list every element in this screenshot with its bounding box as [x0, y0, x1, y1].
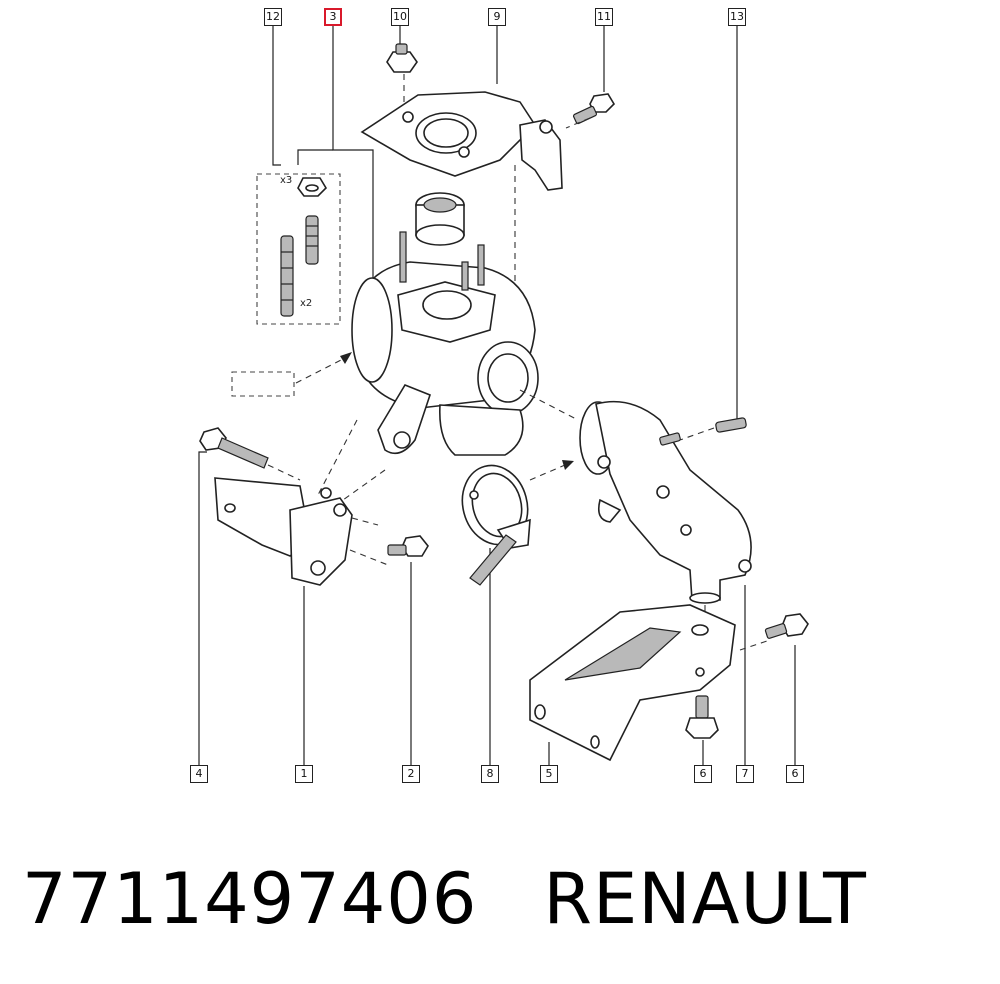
support-dash: [739, 639, 771, 651]
callout-1[interactable]: 1: [295, 765, 313, 783]
callout-6-left[interactable]: 6: [694, 765, 712, 783]
callout-6-right[interactable]: 6: [786, 765, 804, 783]
turbo-dash-1: [317, 419, 358, 496]
turbocharger-3-icon: [351, 192, 539, 456]
bolt-11-icon: [572, 93, 616, 125]
heat-shield-9-icon: [360, 91, 563, 191]
bolt-6b-icon: [764, 613, 809, 639]
bolt-11-dash: [565, 117, 591, 129]
bracket-1-dash: [351, 517, 379, 526]
clamp-dash: [529, 464, 566, 481]
turbo-dash-2: [335, 469, 386, 506]
callout-5[interactable]: 5: [540, 765, 558, 783]
bolt-4-icon: [199, 427, 269, 469]
kit-short-stud-icon: [305, 215, 319, 265]
exhaust-elbow-7-icon: [579, 400, 752, 604]
clamp-8-icon: [461, 464, 531, 586]
part-caption: 7711497406 RENAULT: [22, 858, 867, 948]
quantity-studs-label: x2: [300, 298, 313, 309]
callout-12[interactable]: 12: [264, 8, 282, 26]
callout-13[interactable]: 13: [728, 8, 746, 26]
stud-13-dash: [679, 427, 715, 441]
brand-name: RENAULT: [543, 858, 867, 940]
callout-8[interactable]: 8: [481, 765, 499, 783]
callout-10[interactable]: 10: [391, 8, 409, 26]
kit-long-stud-icon: [280, 235, 294, 317]
callout-4[interactable]: 4: [190, 765, 208, 783]
turbocharger-assembly-drawing: [198, 26, 809, 765]
nut-10-icon: [386, 43, 418, 73]
stud-13-icon: [715, 417, 747, 433]
bolt-4-dash: [267, 464, 301, 481]
exploded-parts-diagram: 12 3 10 9 11 13 4 1 2 8 5 6 7 6 x3 x2: [190, 8, 809, 783]
bolt-6a-icon: [685, 695, 719, 739]
reference-arrow-icon: [340, 352, 352, 364]
kit-nut-icon: [297, 177, 328, 197]
reference-pointer-line: [295, 357, 346, 384]
clamp-arrow-icon: [562, 460, 574, 470]
callout-2[interactable]: 2: [402, 765, 420, 783]
callout-3-highlighted[interactable]: 3: [324, 8, 342, 26]
bolt-2-icon: [387, 535, 429, 557]
quantity-nuts-label: x3: [280, 175, 293, 186]
stud-kit-dashed-box: [256, 173, 341, 325]
callout-11[interactable]: 11: [595, 8, 613, 26]
support-5-icon: [529, 604, 736, 762]
part-number: 7711497406: [22, 858, 478, 940]
bracket-1-icon: [214, 477, 353, 586]
callout-7[interactable]: 7: [736, 765, 754, 783]
leader-lines: [198, 26, 796, 765]
bracket-1-dash-2: [349, 549, 389, 566]
reference-dashed-box: [231, 371, 295, 397]
callout-9[interactable]: 9: [488, 8, 506, 26]
